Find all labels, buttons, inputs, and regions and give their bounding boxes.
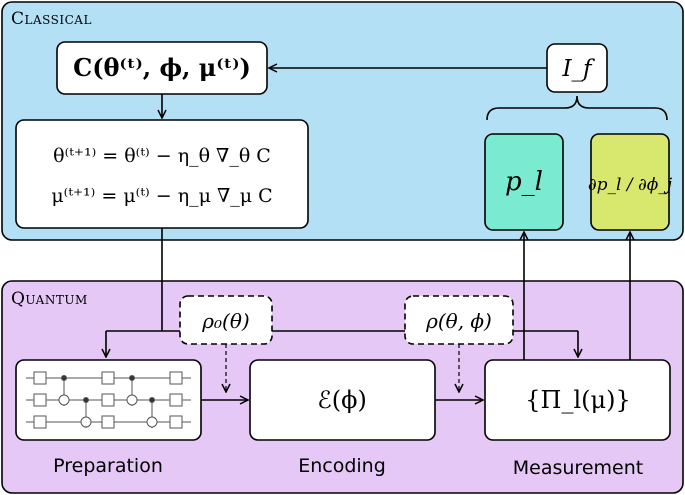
cost-function-text: C(θ⁽ᵗ⁾, ϕ, μ⁽ᵗ⁾): [73, 53, 251, 82]
quantum-panel-label: Quantum: [11, 289, 88, 309]
probability-box: [484, 133, 564, 231]
measurement-box: [484, 359, 671, 441]
rho0-text: ρ₀(θ): [201, 309, 249, 333]
preparation-label: Preparation: [53, 455, 163, 477]
probability-text: p_l: [505, 167, 543, 197]
derivative-text: ∂p_l / ∂ϕ_j: [588, 175, 673, 195]
circuit-icon: [26, 371, 191, 429]
update-rule-box: [15, 119, 309, 229]
fisher-info-text: I_f: [561, 56, 595, 82]
measurement-label: Measurement: [513, 457, 643, 479]
rho-text: ρ(θ, ϕ): [425, 309, 492, 333]
encoding-label: Encoding: [298, 455, 386, 477]
measurement-text: {Π_l(μ)}: [525, 386, 630, 414]
update-theta-text: θ⁽ᵗ⁺¹⁾ = θ⁽ᵗ⁾ − η_θ ∇_θ C: [53, 145, 271, 167]
classical-panel-label: Classical: [11, 9, 92, 29]
encoding-text: ℰ(ϕ): [317, 386, 367, 414]
update-mu-text: μ⁽ᵗ⁺¹⁾ = μ⁽ᵗ⁾ − η_μ ∇_μ C: [51, 185, 272, 207]
curly-brace: [486, 95, 668, 121]
derivative-box: [590, 133, 670, 231]
